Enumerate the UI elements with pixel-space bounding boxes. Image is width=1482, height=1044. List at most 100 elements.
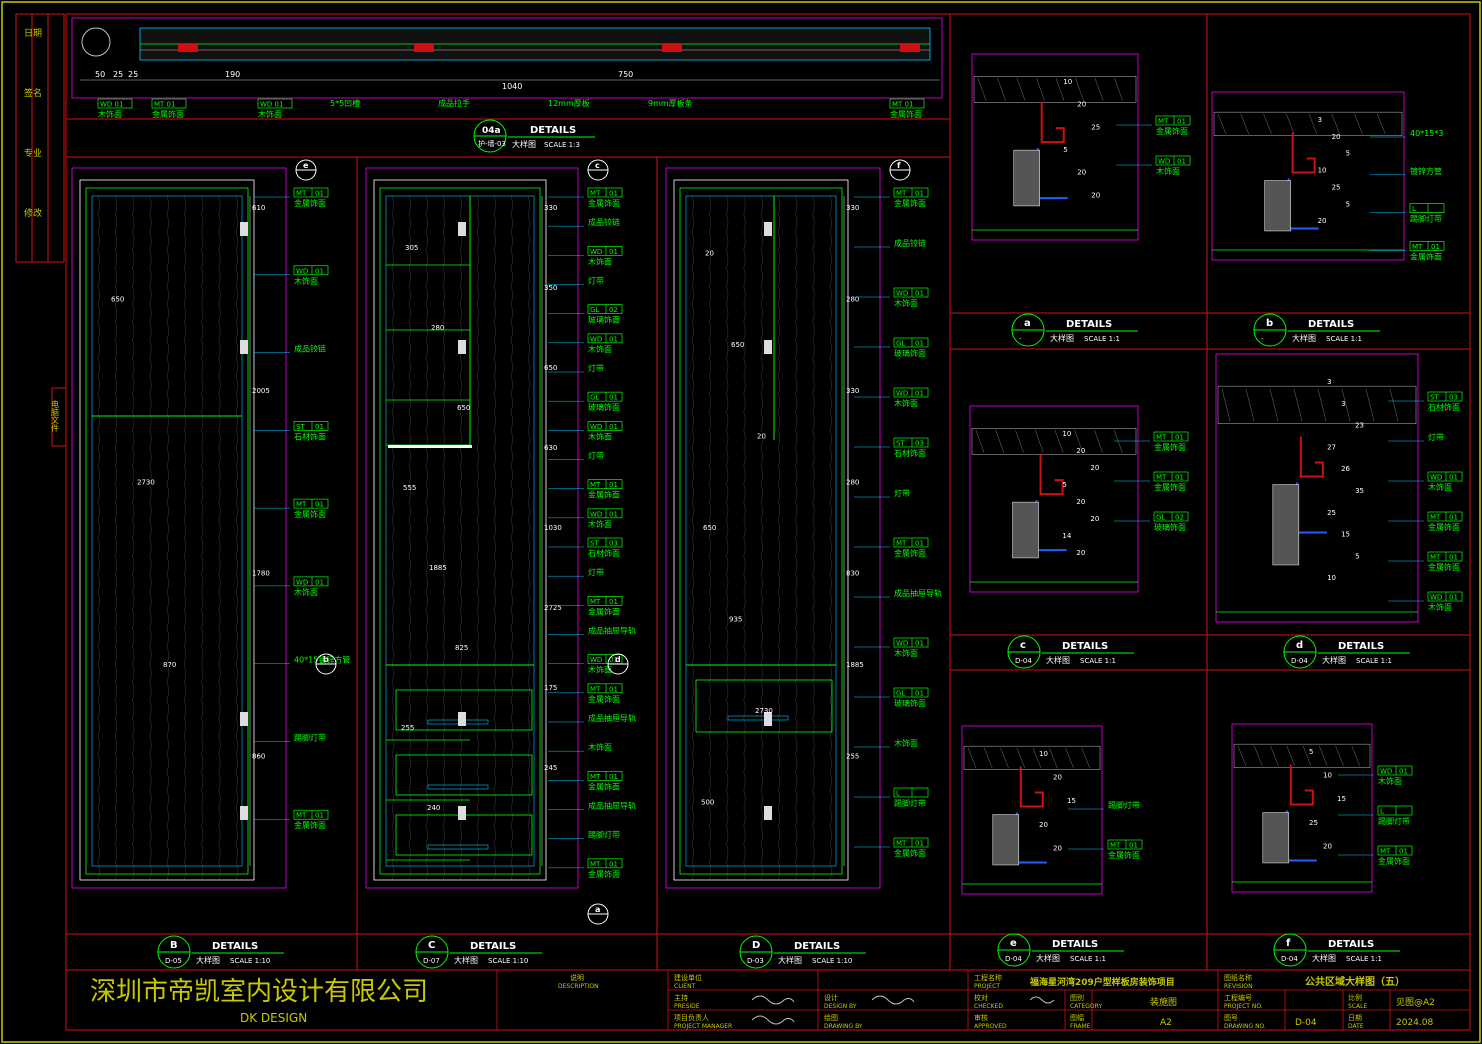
material-tag: 踢脚灯带 xyxy=(1068,800,1140,810)
wood-grain xyxy=(459,195,462,881)
callout-letter: c xyxy=(1020,640,1026,651)
wood-grain xyxy=(510,195,513,881)
dimension-label: 650 xyxy=(111,295,124,303)
tb-scale-cn: 比例 xyxy=(1348,993,1362,1002)
material-tag: 灯带 xyxy=(548,567,604,577)
hinge-icon xyxy=(458,712,466,726)
tag-text: 木饰面 xyxy=(588,519,612,529)
tag-code: WD xyxy=(1430,474,1442,482)
callout-title: DETAILS xyxy=(794,941,840,952)
material-tag: 镀锌方管 xyxy=(1370,166,1442,176)
dimension-label: 280 xyxy=(431,324,444,332)
wood-grain xyxy=(691,195,694,881)
tag-code: ST xyxy=(896,440,905,448)
tb-date-cn: 日期 xyxy=(1348,1014,1362,1022)
tag-text: 木饰面 xyxy=(1428,482,1452,492)
tb-desc-cn: 说明 xyxy=(570,973,584,982)
tag-number: 01 xyxy=(1177,118,1186,126)
dimension-label: 555 xyxy=(403,484,416,492)
tag-code: WD xyxy=(1158,158,1170,166)
dimension-label: 20 xyxy=(1318,217,1327,225)
dimension-label: 1030 xyxy=(544,524,562,532)
tb-drawing-name-cn: 图纸名称 xyxy=(1224,973,1252,982)
tag-text: 成品铰链 xyxy=(588,217,620,227)
plan-detail-ref: 护-墙-03 xyxy=(478,139,506,148)
revision-label-modify: 修改 xyxy=(24,207,42,219)
callout-letter: a xyxy=(1024,318,1031,329)
tag-text: 踢脚灯带 xyxy=(588,830,620,840)
dimension-label: 350 xyxy=(544,284,557,292)
hinge-icon xyxy=(240,340,248,354)
dimension-label: 330 xyxy=(846,204,859,212)
tb-frame-en: FRAME xyxy=(1070,1023,1091,1030)
dimension-label: 15 xyxy=(1337,795,1346,803)
tag-text: 金属饰面 xyxy=(588,694,620,704)
tag-text: 金属饰面 xyxy=(1154,482,1186,492)
tag-code: L xyxy=(1380,808,1384,816)
revision-strip: 日期 签名 专业 修改 电脑文件 xyxy=(15,13,67,447)
callout-letter: D xyxy=(752,940,760,951)
tag-text: 金属饰面 xyxy=(894,848,926,858)
tb-date-en: DATE xyxy=(1348,1023,1364,1030)
dimension-label: 26 xyxy=(1341,465,1350,473)
tag-number: 01 xyxy=(1175,434,1184,442)
tag-code: MT xyxy=(1430,554,1441,562)
callout-scale: SCALE 1:1 xyxy=(1346,955,1382,963)
dimension-label: 830 xyxy=(846,570,859,578)
company-name: 深圳市帝凯室内设计有限公司 xyxy=(90,977,428,1007)
tag-code: ST xyxy=(1430,394,1439,402)
tag-text: 成品抽屉导轨 xyxy=(588,801,636,811)
tag-number: 01 xyxy=(1399,768,1408,776)
signature-icon xyxy=(1029,996,1055,1004)
callout-scale: SCALE 1:10 xyxy=(488,957,528,965)
dimension-label: 20 xyxy=(757,433,766,441)
material-tag: 成品抽屉导轨 xyxy=(548,801,636,811)
tag-number: 01 xyxy=(609,481,618,489)
dimension-label: 3 xyxy=(1318,116,1322,124)
tag-code: WD xyxy=(1380,768,1392,776)
tag-number: 01 xyxy=(915,390,924,398)
tb-approved-cn: 审核 xyxy=(974,1013,988,1022)
tag-text: 灯带 xyxy=(588,363,604,373)
tag-number: 01 xyxy=(315,190,324,198)
callout-subtitle: 大样图 xyxy=(1046,655,1070,665)
tb-drawing-cn: 绘图 xyxy=(824,1013,838,1022)
dimension-label: 20 xyxy=(1076,447,1085,455)
tag-code: GL xyxy=(896,690,905,698)
tag-text: 踢脚灯带 xyxy=(1378,816,1410,826)
tag-text: 玻璃饰面 xyxy=(894,698,926,708)
tb-drawing-name: 公共区域大样图（五） xyxy=(1305,975,1405,988)
dimension-label: 330 xyxy=(544,204,557,212)
dimension-label: 20 xyxy=(1077,101,1086,109)
tag-text: 金属饰面 xyxy=(1378,856,1410,866)
dimension-label: 650 xyxy=(703,524,716,532)
wood-grain xyxy=(115,195,117,881)
wood-grain xyxy=(812,195,815,881)
tag-text: 成品铰链 xyxy=(294,344,326,354)
dimension-label: 330 xyxy=(846,387,859,395)
tag-code: MT xyxy=(1430,514,1441,522)
tag-number: 03 xyxy=(1449,394,1458,402)
tag-text: 40*15镀锌方管 xyxy=(294,655,350,665)
dimension-label: 10 xyxy=(1323,772,1332,780)
dimension-label: 15 xyxy=(1341,531,1350,539)
